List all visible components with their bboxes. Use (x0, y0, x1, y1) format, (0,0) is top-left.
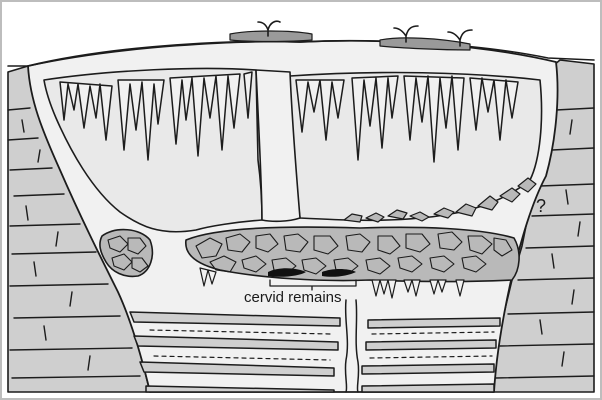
question-mark-label: ? (536, 196, 546, 216)
cervid-remains-label: cervid remains (244, 289, 342, 306)
soil-patch-left (230, 31, 312, 42)
